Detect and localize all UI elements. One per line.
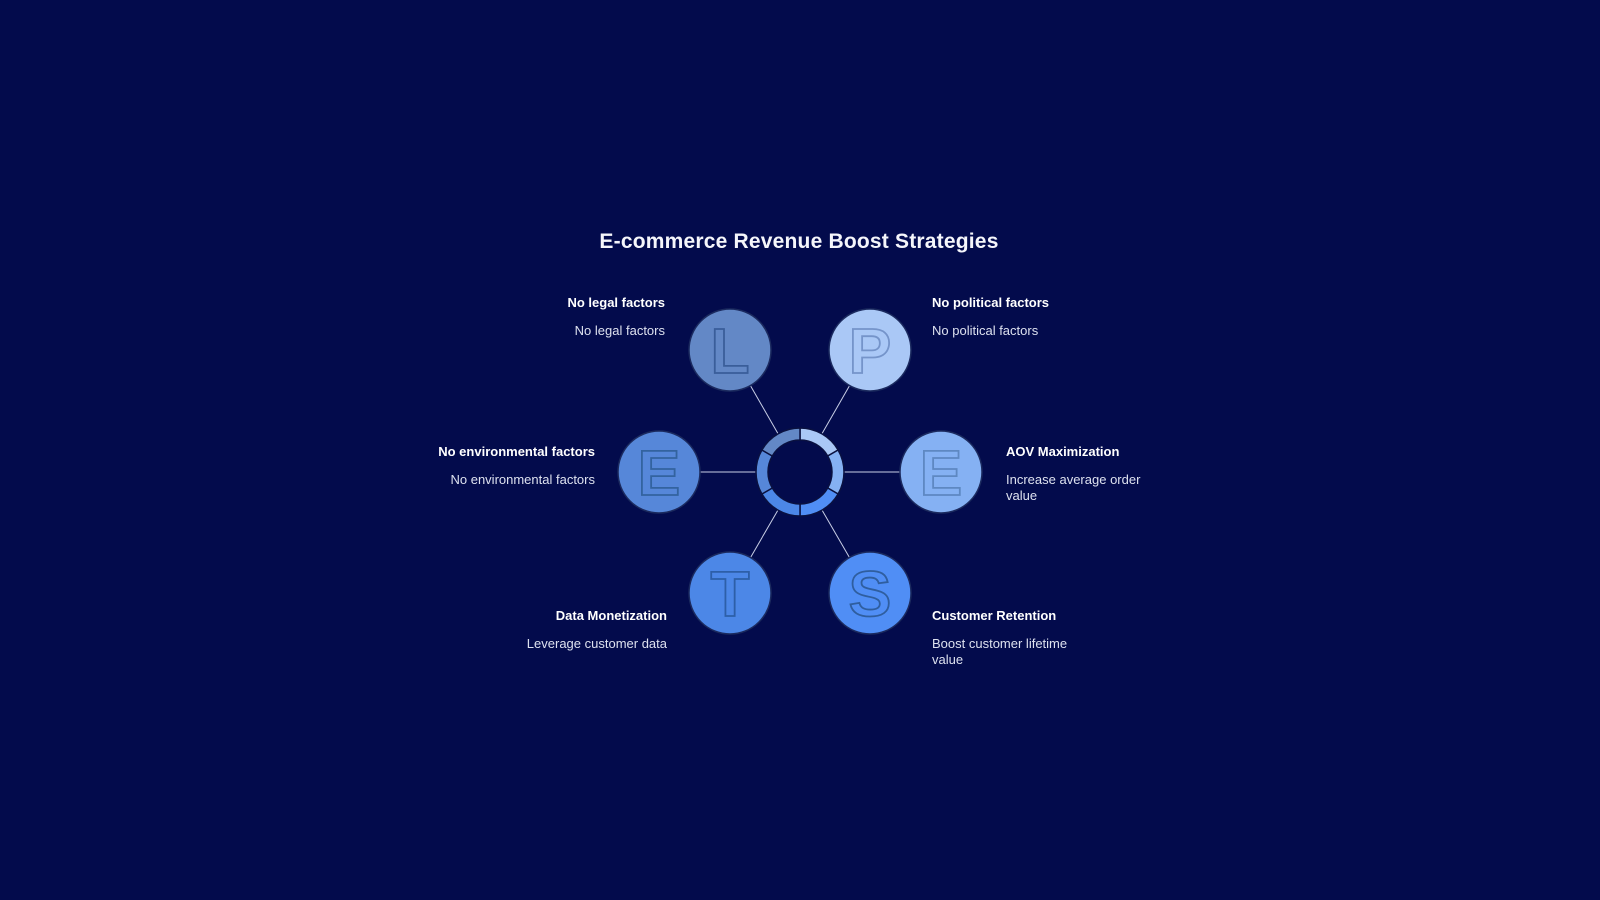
node-circles: L P E E T S <box>617 308 983 635</box>
node-label-title: AOV Maximization <box>1006 444 1120 459</box>
node-label-desc: No legal factors <box>574 323 665 338</box>
node-circle-aov <box>899 430 983 514</box>
node-label-data-monetization: Data Monetization Leverage customer data <box>437 608 667 652</box>
node-label-aov: AOV Maximization Increase average order … <box>1006 444 1148 503</box>
node-label-title: Customer Retention <box>932 608 1057 623</box>
node-label-title: No environmental factors <box>438 444 595 459</box>
ring-hole <box>767 439 833 505</box>
node-circle-customer-retention <box>828 551 912 635</box>
node-label-desc: No environmental factors <box>450 472 595 487</box>
center-ring <box>755 427 845 517</box>
node-label-title: Data Monetization <box>555 608 667 623</box>
node-label-customer-retention: Customer Retention Boost customer lifeti… <box>932 608 1084 667</box>
node-letter-political: P <box>849 315 892 387</box>
node-label-desc: Leverage customer data <box>526 636 667 651</box>
node-letter-data-monetization: T <box>710 558 749 630</box>
node-label-legal: No legal factors No legal factors <box>435 295 665 339</box>
node-label-desc: No political factors <box>932 323 1039 338</box>
node-letter-customer-retention: S <box>849 558 892 630</box>
node-circle-environmental <box>617 430 701 514</box>
page-title: E-commerce Revenue Boost Strategies <box>599 230 999 253</box>
node-label-desc: Boost customer lifetime value <box>932 636 1068 667</box>
node-circle-political <box>828 308 912 392</box>
node-label-title: No legal factors <box>567 295 665 310</box>
node-label-political: No political factors No political factor… <box>932 295 1162 339</box>
ring-segment-legal <box>760 427 801 458</box>
node-letter-environmental: E <box>638 437 681 509</box>
node-letter-aov: E <box>920 437 963 509</box>
node-label-desc: Increase average order value <box>1006 472 1141 503</box>
node-label-title: No political factors <box>932 295 1050 310</box>
node-label-environmental: No environmental factors No environmenta… <box>365 444 595 488</box>
node-circle-legal <box>688 308 772 392</box>
node-letter-legal: L <box>710 315 749 387</box>
node-circle-data-monetization <box>688 551 772 635</box>
